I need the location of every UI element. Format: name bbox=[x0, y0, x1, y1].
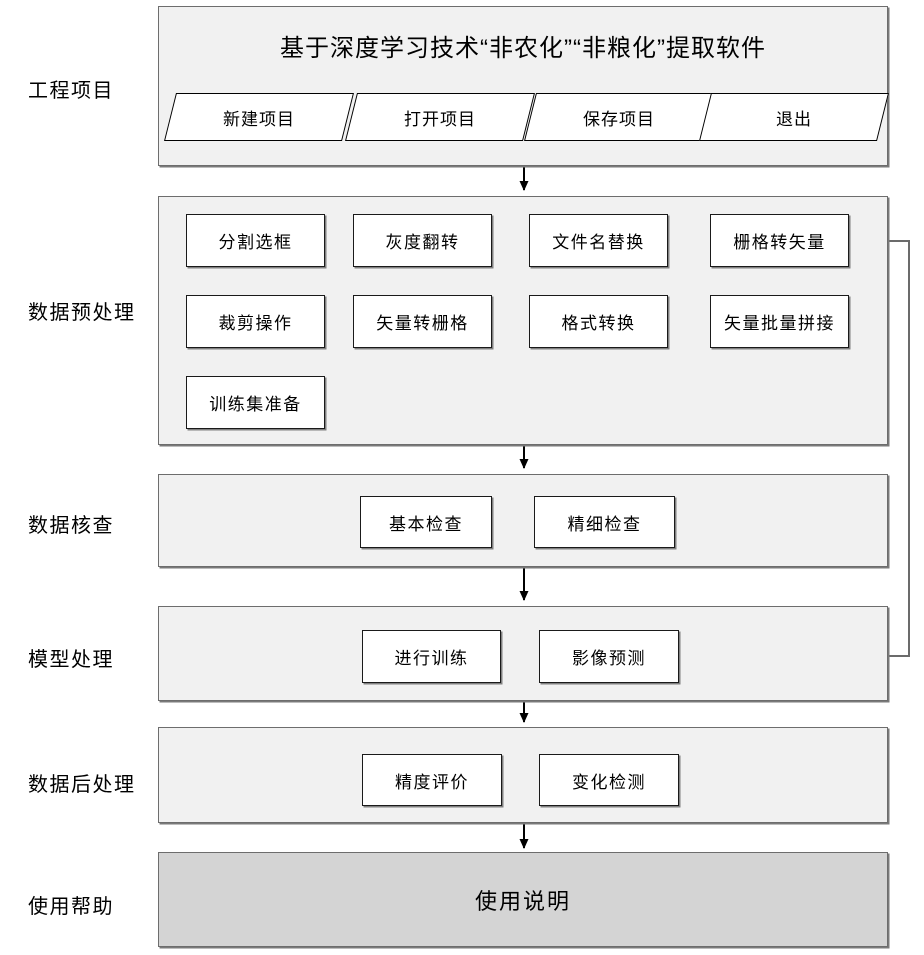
stage-label-help: 使用帮助 bbox=[28, 896, 114, 918]
menu-button-label: 打开项目 bbox=[404, 109, 476, 129]
tool-button-trainset-prepare[interactable]: 训练集准备 bbox=[186, 376, 325, 429]
tool-button-format-convert[interactable]: 格式转换 bbox=[529, 295, 668, 348]
help-instructions-label[interactable]: 使用说明 bbox=[474, 888, 571, 914]
tool-button-segment-box[interactable]: 分割选框 bbox=[186, 214, 325, 267]
panel-model-process bbox=[158, 606, 888, 701]
tool-button-crop-operation[interactable]: 裁剪操作 bbox=[186, 295, 325, 348]
menu-button-label: 退出 bbox=[776, 109, 812, 129]
tool-button-change-detect[interactable]: 变化检测 bbox=[539, 754, 679, 806]
tool-button-vector-batch-merge[interactable]: 矢量批量拼接 bbox=[710, 295, 849, 348]
stage-label-postprocess: 数据后处理 bbox=[28, 774, 136, 796]
tool-button-filename-replace[interactable]: 文件名替换 bbox=[529, 214, 668, 267]
tool-button-train[interactable]: 进行训练 bbox=[362, 630, 501, 683]
menu-button-label: 保存项目 bbox=[583, 109, 655, 129]
stage-label-project: 工程项目 bbox=[28, 80, 114, 102]
app-title: 基于深度学习技术“非农化”“非粮化”提取软件 bbox=[280, 35, 766, 62]
tool-button-image-predict[interactable]: 影像预测 bbox=[539, 630, 679, 683]
tool-button-fine-check[interactable]: 精细检查 bbox=[534, 496, 675, 548]
tool-button-basic-check[interactable]: 基本检查 bbox=[360, 496, 492, 548]
tool-button-accuracy-eval[interactable]: 精度评价 bbox=[362, 754, 502, 806]
menu-button-new-project[interactable]: 新建项目 bbox=[164, 93, 354, 141]
stage-label-check: 数据核查 bbox=[28, 515, 114, 537]
panel-post-process bbox=[158, 727, 888, 823]
menu-button-label: 新建项目 bbox=[223, 109, 295, 129]
menu-button-exit[interactable]: 退出 bbox=[699, 93, 889, 141]
stage-label-preprocess: 数据预处理 bbox=[28, 302, 136, 324]
panel-data-check bbox=[158, 474, 888, 567]
tool-button-raster-to-vector[interactable]: 栅格转矢量 bbox=[710, 214, 849, 267]
menu-button-save-project[interactable]: 保存项目 bbox=[524, 93, 714, 141]
tool-button-gray-invert[interactable]: 灰度翻转 bbox=[353, 214, 492, 267]
menu-button-open-project[interactable]: 打开项目 bbox=[345, 93, 535, 141]
stage-label-model: 模型处理 bbox=[28, 649, 114, 671]
panel-help[interactable] bbox=[158, 852, 888, 947]
tool-button-vector-to-raster[interactable]: 矢量转栅格 bbox=[353, 295, 492, 348]
